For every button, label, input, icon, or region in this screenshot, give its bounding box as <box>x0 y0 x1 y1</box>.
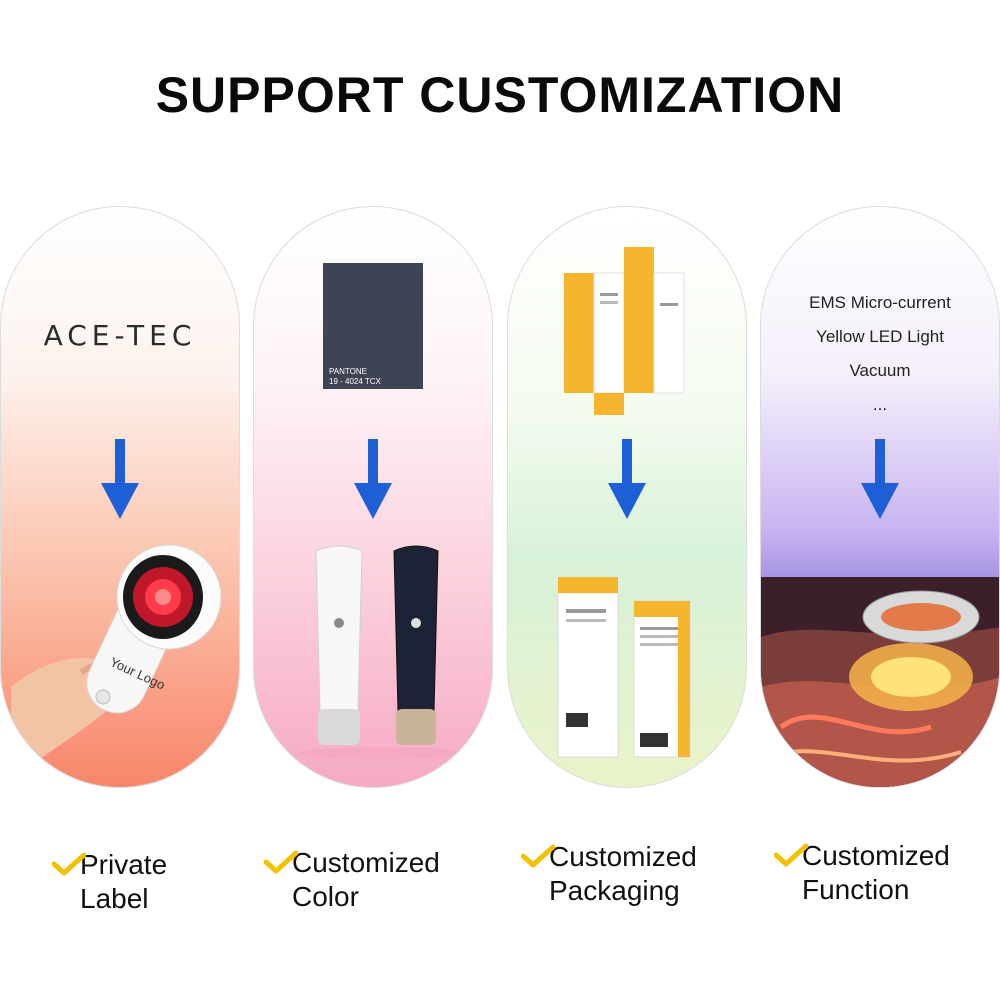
hair-comb-device-image: Your Logo <box>11 544 222 777</box>
arrow-down-icon <box>101 439 139 519</box>
swatch-label: PANTONE <box>329 367 367 376</box>
feature-item: Vacuum <box>849 361 911 380</box>
checkmark-icon <box>52 852 86 876</box>
pantone-swatch: PANTONE 19 - 4024 TCX <box>323 263 423 389</box>
page-title: SUPPORT CUSTOMIZATION <box>155 67 845 123</box>
panel-private-label: ACE-TEC Your Logo <box>0 206 240 788</box>
panel-customized-color: PANTONE 19 - 4024 TCX <box>253 206 493 788</box>
caption-line: Customized <box>549 841 697 872</box>
panel-customized-packaging <box>507 206 747 788</box>
beauty-devices-image <box>299 545 459 759</box>
packaging-box-image <box>557 577 691 758</box>
caption-customized-function: Customized Function <box>774 839 950 907</box>
caption-line: Function <box>802 874 910 905</box>
caption-customized-color: Customized Color <box>264 846 440 914</box>
caption-line: Private <box>80 849 168 880</box>
arrow-down-icon <box>861 439 899 519</box>
packaging-dieline-image <box>564 247 685 415</box>
caption-line: Packaging <box>549 875 680 906</box>
feature-item: Yellow LED Light <box>816 327 944 346</box>
caption-customized-packaging: Customized Packaging <box>521 840 697 908</box>
caption-line: Color <box>292 881 359 912</box>
caption-line: Customized <box>292 847 440 878</box>
panel-customized-function: EMS Micro-current Yellow LED Light Vacuu… <box>760 206 1000 788</box>
checkmark-icon <box>774 843 808 867</box>
treatment-illustration-image <box>761 577 999 787</box>
arrow-down-icon <box>608 439 646 519</box>
swatch-code: 19 - 4024 TCX <box>329 377 381 386</box>
brand-logo: ACE-TEC <box>43 319 197 352</box>
caption-line: Label <box>80 883 149 914</box>
checkmark-icon <box>264 850 298 874</box>
feature-item: ... <box>872 395 888 414</box>
feature-item: EMS Micro-current <box>809 293 951 312</box>
caption-private-label: Private Label <box>52 848 168 916</box>
caption-line: Customized <box>802 840 950 871</box>
checkmark-icon <box>521 844 555 868</box>
arrow-down-icon <box>354 439 392 519</box>
feature-list: EMS Micro-current Yellow LED Light Vacuu… <box>761 291 999 427</box>
